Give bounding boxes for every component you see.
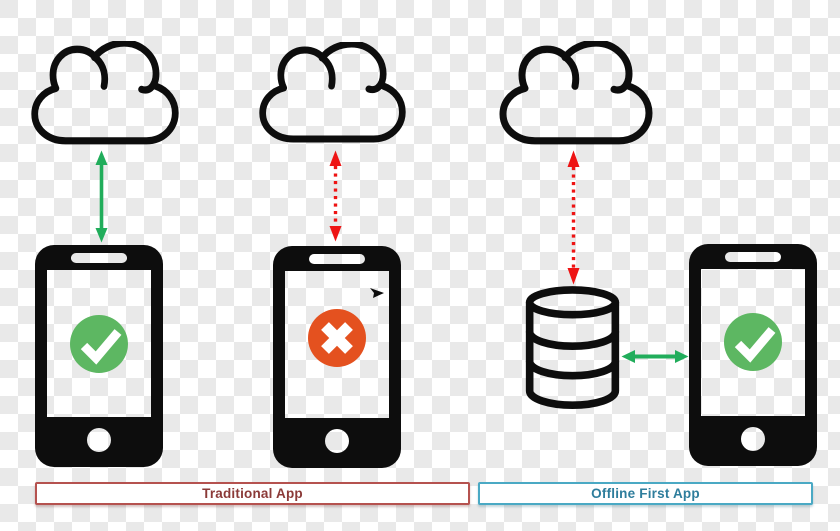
cloud-icon <box>255 42 410 146</box>
cursor-icon <box>370 288 384 298</box>
database-icon <box>525 286 620 409</box>
red-dotted-double-arrow <box>329 150 342 242</box>
check-circle-icon <box>724 313 782 371</box>
green-solid-double-arrow <box>621 350 689 363</box>
red-dotted-double-arrow <box>567 150 580 285</box>
cloud-icon <box>27 41 183 148</box>
smartphone-icon <box>689 244 817 466</box>
traditional-app-label: Traditional App <box>35 482 470 505</box>
green-solid-double-arrow <box>95 150 108 243</box>
check-circle-icon <box>70 315 128 373</box>
smartphone-icon <box>273 246 401 468</box>
cross-circle-icon <box>308 309 366 367</box>
cloud-icon <box>495 41 657 148</box>
smartphone-icon <box>35 245 163 467</box>
offline-first-app-label: Offline First App <box>478 482 813 505</box>
